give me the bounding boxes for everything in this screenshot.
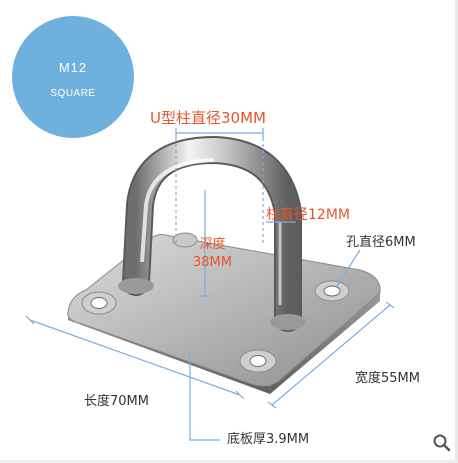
hole-diameter-label: 孔直径6MM xyxy=(346,235,416,250)
dimension-lines xyxy=(25,128,395,441)
u-post xyxy=(118,135,306,332)
depth-label-line1: 深度 xyxy=(199,237,226,252)
length-label: 长度70MM xyxy=(84,394,149,409)
magnifier-icon[interactable] xyxy=(432,433,452,453)
hole-front-left xyxy=(81,291,117,315)
badge-shape-label: SQUARE xyxy=(50,88,96,99)
depth-label: 深度 38MM xyxy=(193,236,232,272)
size-badge: M12 SQUARE xyxy=(12,16,134,138)
u-post-diameter-label: U型柱直径30MM xyxy=(150,109,266,127)
base-thickness-label: 底板厚3.9MM xyxy=(227,432,310,447)
hole-back-right xyxy=(314,280,350,302)
width-label: 宽度55MM xyxy=(355,371,420,386)
hole-back-left xyxy=(172,232,198,248)
depth-label-line2: 38MM xyxy=(193,255,232,270)
post-diameter-label: 柱直径12MM xyxy=(266,207,350,223)
badge-size-label: M12 xyxy=(58,60,88,75)
hole-front-right xyxy=(239,349,277,373)
